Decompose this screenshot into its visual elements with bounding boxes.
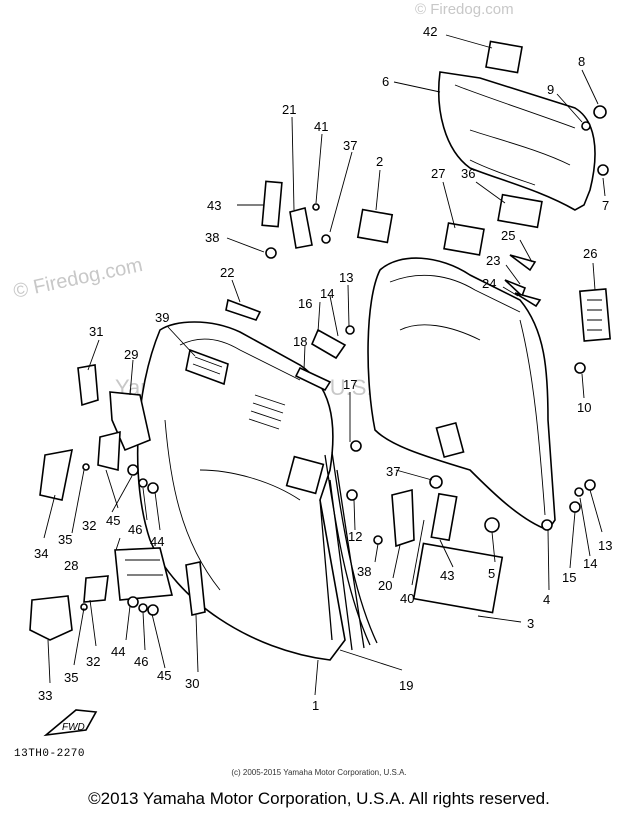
small-copyright: (c) 2005-2015 Yamaha Motor Corporation, … bbox=[231, 768, 407, 777]
callout-14-lower: 14 bbox=[583, 556, 597, 571]
cover-34 bbox=[39, 448, 74, 501]
clip-32-lower bbox=[83, 575, 109, 603]
fasteners bbox=[80, 105, 609, 616]
callout-27: 27 bbox=[431, 166, 445, 181]
callout-1: 1 bbox=[312, 698, 319, 713]
hinge-21 bbox=[289, 207, 313, 249]
callout-19: 19 bbox=[399, 678, 413, 693]
bracket-16 bbox=[310, 328, 347, 360]
bracket-28 bbox=[114, 547, 174, 601]
watermark-firedog: © Firedog.com bbox=[11, 254, 144, 303]
bracket-30 bbox=[185, 561, 206, 616]
callout-12: 12 bbox=[348, 529, 362, 544]
callout-36: 36 bbox=[461, 166, 475, 181]
callout-29: 29 bbox=[124, 347, 138, 362]
callout-20: 20 bbox=[378, 578, 392, 593]
callout-7: 7 bbox=[602, 198, 609, 213]
callout-13-lower: 13 bbox=[598, 538, 612, 553]
fwd-label: FWD bbox=[62, 722, 85, 733]
callout-40: 40 bbox=[400, 591, 414, 606]
callout-6: 6 bbox=[382, 74, 389, 89]
callout-17: 17 bbox=[343, 377, 357, 392]
callout-39: 39 bbox=[155, 310, 169, 325]
callout-37-lower: 37 bbox=[386, 464, 400, 479]
seal-strip bbox=[324, 451, 378, 646]
callout-32-lower: 32 bbox=[86, 654, 100, 669]
callout-25: 25 bbox=[501, 228, 515, 243]
pad-43-upper bbox=[261, 180, 283, 228]
callout-35-lower: 35 bbox=[64, 670, 78, 685]
fwd-arrow: FWD bbox=[43, 709, 98, 737]
cover-33 bbox=[29, 595, 73, 641]
callout-31: 31 bbox=[89, 324, 103, 339]
callout-45-upper: 45 bbox=[106, 513, 120, 528]
bracket-22 bbox=[225, 298, 262, 321]
clip-23 bbox=[504, 279, 527, 298]
label-36 bbox=[497, 193, 543, 229]
pad-43-lower bbox=[430, 492, 458, 542]
callout-43-lower: 43 bbox=[440, 568, 454, 583]
clip-32 bbox=[97, 430, 121, 472]
callout-38-upper: 38 bbox=[205, 230, 219, 245]
callout-30: 30 bbox=[185, 676, 199, 691]
callout-37-upper: 37 bbox=[343, 138, 357, 153]
parts-diagram: © Firedog.com © Firedog.com Yamaha Motor… bbox=[11, 1, 612, 737]
callout-33: 33 bbox=[38, 688, 52, 703]
callout-2: 2 bbox=[376, 154, 383, 169]
callout-34: 34 bbox=[34, 546, 48, 561]
callout-35-upper: 35 bbox=[58, 532, 72, 547]
callout-22: 22 bbox=[220, 265, 234, 280]
callout-16: 16 bbox=[298, 296, 312, 311]
callout-44-lower: 44 bbox=[111, 644, 125, 659]
callout-15: 15 bbox=[562, 570, 576, 585]
bracket-20 bbox=[391, 488, 415, 548]
callout-13-upper: 13 bbox=[339, 270, 353, 285]
callout-26: 26 bbox=[583, 246, 597, 261]
callout-8: 8 bbox=[578, 54, 585, 69]
main-copyright: ©2013 Yamaha Motor Corporation, U.S.A. A… bbox=[88, 789, 550, 808]
callout-46-upper: 46 bbox=[128, 522, 142, 537]
clip-24 bbox=[514, 292, 542, 308]
left-brackets bbox=[29, 207, 542, 641]
callout-5: 5 bbox=[488, 566, 495, 581]
callout-10: 10 bbox=[577, 400, 591, 415]
callout-4: 4 bbox=[543, 592, 550, 607]
callout-23: 23 bbox=[486, 253, 500, 268]
watermark-firedog-corner: © Firedog.com bbox=[415, 1, 514, 18]
callout-24: 24 bbox=[482, 276, 496, 291]
callout-42: 42 bbox=[423, 24, 437, 39]
label-2 bbox=[356, 208, 394, 244]
plate-3 bbox=[412, 542, 504, 614]
callout-44-upper: 44 bbox=[150, 534, 164, 549]
bracket-18 bbox=[294, 366, 332, 392]
label-27 bbox=[443, 222, 485, 256]
upper-cover bbox=[437, 71, 596, 211]
callout-28: 28 bbox=[64, 558, 78, 573]
callout-14-upper: 14 bbox=[320, 286, 334, 301]
callout-32-upper: 32 bbox=[82, 518, 96, 533]
callout-21: 21 bbox=[282, 102, 296, 117]
leader-lines bbox=[43, 34, 606, 696]
label-42 bbox=[485, 40, 523, 74]
grille-26 bbox=[579, 288, 611, 342]
callout-45-lower: 45 bbox=[157, 668, 171, 683]
part-labels: 42 6 8 9 7 21 41 37 2 43 38 27 36 25 23 … bbox=[34, 24, 612, 713]
callout-3: 3 bbox=[527, 616, 534, 631]
front-cover bbox=[367, 257, 556, 531]
callout-38-lower: 38 bbox=[357, 564, 371, 579]
diagram-code: 13TH0-2270 bbox=[14, 748, 86, 760]
clip-25 bbox=[509, 254, 537, 272]
callout-43-upper: 43 bbox=[207, 198, 221, 213]
callout-41: 41 bbox=[314, 119, 328, 134]
callout-46-lower: 46 bbox=[134, 654, 148, 669]
callout-9: 9 bbox=[547, 82, 554, 97]
bracket-31 bbox=[77, 364, 99, 407]
callout-18: 18 bbox=[293, 334, 307, 349]
